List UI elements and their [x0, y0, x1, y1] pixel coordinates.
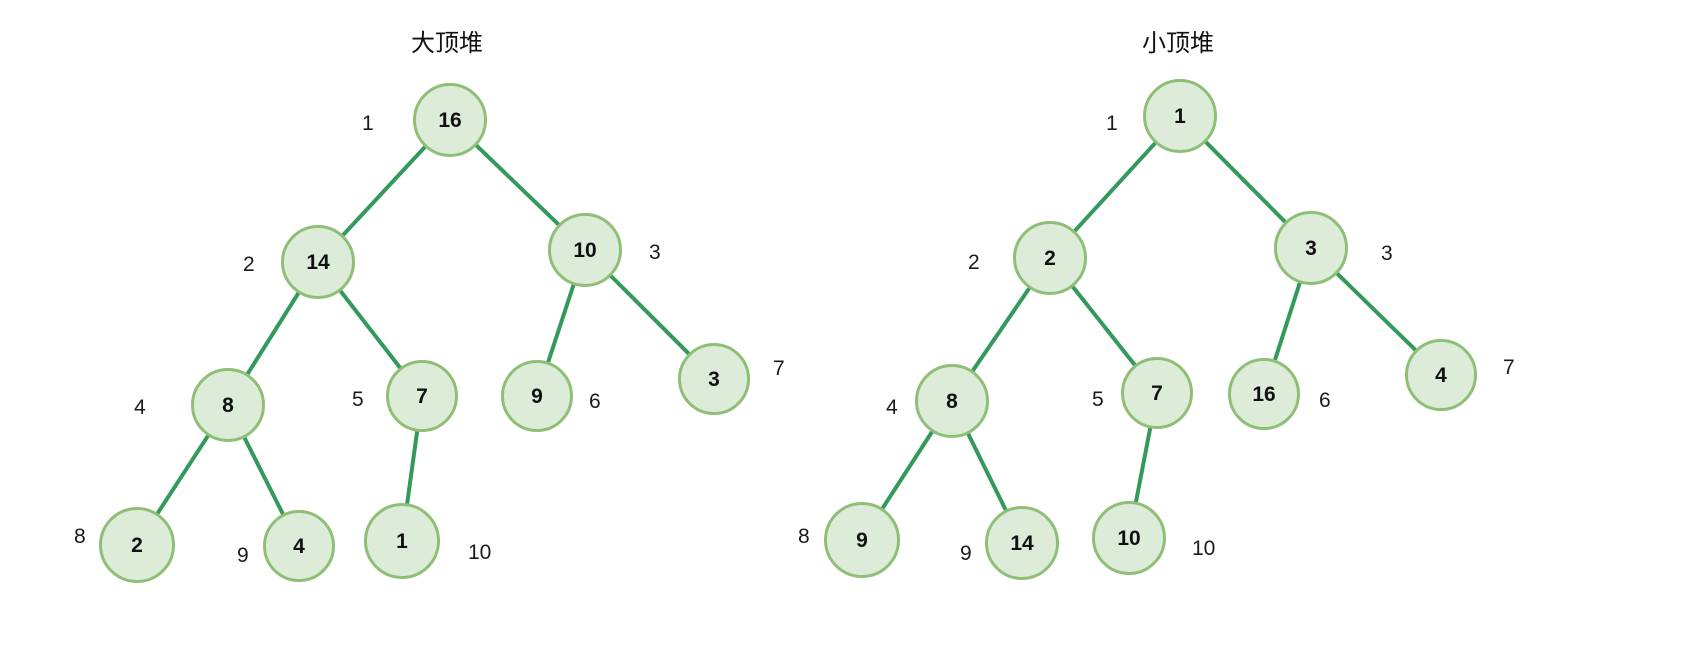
node-index-label: 7 [1503, 356, 1515, 379]
tree-edge [1072, 140, 1158, 234]
tree-edge [970, 285, 1032, 374]
tree-node-value: 7 [1151, 381, 1163, 405]
tree-node-value: 4 [293, 534, 305, 558]
tree-node[interactable]: 7 [1121, 357, 1193, 429]
node-index-label: 9 [960, 542, 972, 565]
tree-node[interactable]: 2 [99, 507, 175, 583]
tree-node-value: 1 [396, 529, 408, 553]
node-index-label: 4 [886, 396, 898, 419]
tree-edge [1272, 280, 1303, 363]
tree-node-value: 10 [573, 238, 597, 262]
tree-node[interactable]: 10 [1092, 501, 1166, 575]
tree-node-value: 3 [1305, 236, 1317, 260]
tree-node-value: 14 [306, 250, 330, 274]
tree-edge [241, 435, 286, 517]
tree-edge [404, 429, 420, 506]
tree-edge [244, 290, 302, 377]
node-index-label: 1 [362, 112, 374, 135]
node-index-label: 4 [134, 396, 146, 419]
tree-node-value: 4 [1435, 363, 1447, 387]
node-index-label: 2 [243, 253, 255, 276]
tree-edge [1334, 271, 1419, 353]
tree-node-value: 9 [856, 528, 868, 552]
tree-edge [340, 144, 428, 238]
tree-node-value: 9 [531, 384, 543, 408]
tree-node[interactable]: 8 [191, 368, 265, 442]
tree-node[interactable]: 7 [386, 360, 458, 432]
tree-edge [879, 429, 935, 511]
tree-node[interactable]: 1 [364, 503, 440, 579]
tree-edge [1070, 284, 1138, 368]
tree-edge [545, 282, 576, 365]
node-index-label: 6 [1319, 389, 1331, 412]
tree-node[interactable]: 9 [824, 502, 900, 578]
tree-node[interactable]: 2 [1013, 221, 1087, 295]
tree-node-value: 8 [946, 389, 958, 413]
tree-node-value: 7 [416, 384, 428, 408]
tree-node[interactable]: 4 [1405, 339, 1477, 411]
tree-node[interactable]: 14 [985, 506, 1059, 580]
tree-edge [965, 431, 1009, 513]
tree-node-value: 3 [708, 367, 720, 391]
node-index-label: 10 [1192, 537, 1216, 560]
node-index-label: 2 [968, 251, 980, 274]
tree-node-value: 14 [1010, 531, 1034, 555]
tree-edge [1203, 139, 1288, 225]
tree-edge [473, 142, 562, 228]
tree-node[interactable]: 8 [915, 364, 989, 438]
node-index-label: 7 [773, 357, 785, 380]
tree-node-value: 16 [438, 108, 462, 132]
tree-edge [608, 273, 692, 357]
tree-node[interactable]: 16 [1228, 358, 1300, 430]
tree-node-value: 10 [1117, 526, 1141, 550]
tree-node[interactable]: 9 [501, 360, 573, 432]
node-index-label: 5 [352, 388, 364, 411]
tree-node-value: 8 [222, 393, 234, 417]
tree-node[interactable]: 1 [1143, 79, 1217, 153]
tree-node-value: 2 [131, 533, 143, 557]
tree-node[interactable]: 14 [281, 225, 355, 299]
tree-node[interactable]: 4 [263, 510, 335, 582]
tree-node[interactable]: 3 [678, 343, 750, 415]
tree-node-value: 2 [1044, 246, 1056, 270]
tree-node[interactable]: 10 [548, 213, 622, 287]
tree-edge [154, 433, 211, 516]
node-index-label: 10 [468, 541, 492, 564]
tree-node-value: 1 [1174, 104, 1186, 128]
node-index-label: 8 [798, 525, 810, 548]
node-index-label: 3 [1381, 242, 1393, 265]
tree-node[interactable]: 3 [1274, 211, 1348, 285]
node-index-label: 3 [649, 241, 661, 264]
tree-node[interactable]: 16 [413, 83, 487, 157]
node-index-label: 9 [237, 544, 249, 567]
node-index-label: 5 [1092, 388, 1104, 411]
node-index-label: 1 [1106, 112, 1118, 135]
tree-edge [337, 288, 403, 371]
node-index-label: 8 [74, 525, 86, 548]
node-index-label: 6 [589, 390, 601, 413]
heap-title-max-heap: 大顶堆 [411, 30, 483, 57]
tree-edge [1133, 426, 1153, 505]
tree-node-value: 16 [1252, 382, 1276, 406]
heap-title-min-heap: 小顶堆 [1142, 30, 1214, 57]
